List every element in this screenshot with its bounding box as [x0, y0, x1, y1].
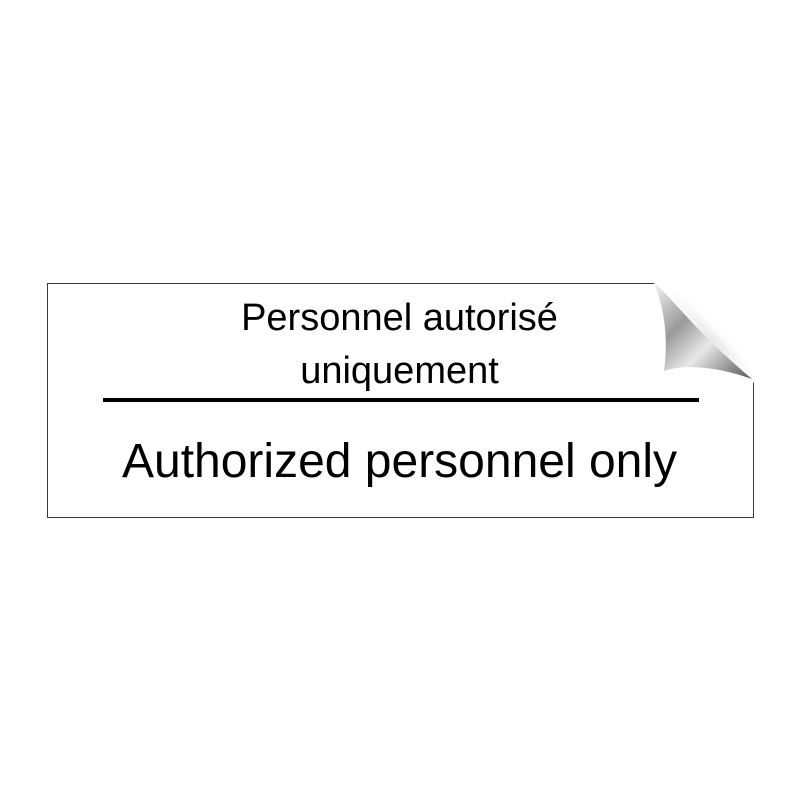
peeling-corner-icon — [654, 283, 752, 379]
french-line-1: Personnel autorisé — [241, 297, 558, 339]
divider-line — [103, 398, 699, 402]
english-text: Authorized personnel only — [121, 435, 678, 488]
french-line-2: uniquement — [300, 350, 499, 392]
